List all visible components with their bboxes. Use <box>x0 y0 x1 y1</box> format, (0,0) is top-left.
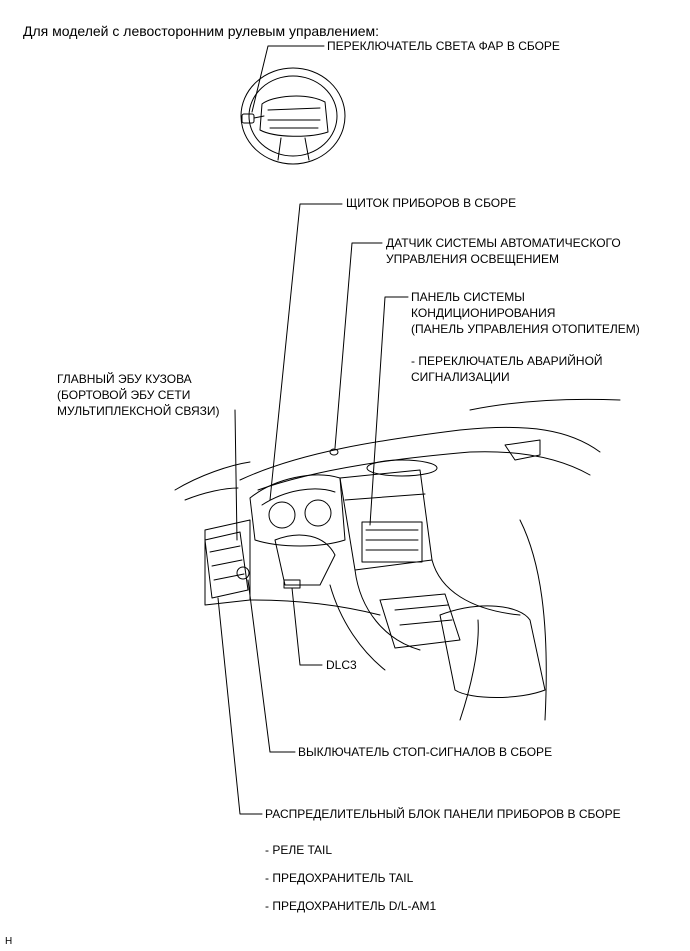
label-ac-panel-line1: ПАНЕЛЬ СИСТЕМЫ <box>411 290 525 304</box>
junction-block-drawing <box>204 531 250 599</box>
dashboard-drawing <box>174 398 621 721</box>
label-main-body-ecu-line1: ГЛАВНЫЙ ЭБУ КУЗОВА <box>57 372 192 386</box>
footer-mark: H <box>5 936 13 947</box>
label-instrument-cluster: ЩИТОК ПРИБОРОВ В СБОРЕ <box>346 196 517 210</box>
sub-item-dl-am1-fuse: - ПРЕДОХРАНИТЕЛЬ D/L-AM1 <box>265 899 437 913</box>
label-hazard-switch-line1: - ПЕРЕКЛЮЧАТЕЛЬ АВАРИЙНОЙ <box>411 354 603 368</box>
label-auto-light-sensor-line2: УПРАВЛЕНИЯ ОСВЕЩЕНИЕМ <box>386 252 560 266</box>
sub-item-tail-relay: - РЕЛЕ TAIL <box>265 843 333 857</box>
label-hazard-switch-line2: СИГНАЛИЗАЦИИ <box>411 370 510 384</box>
label-ac-panel-line3: (ПАНЕЛЬ УПРАВЛЕНИЯ ОТОПИТЕЛЕМ) <box>411 322 640 336</box>
steering-wheel-drawing <box>240 67 346 165</box>
label-stop-light-switch: ВЫКЛЮЧАТЕЛЬ СТОП-СИГНАЛОВ В СБОРЕ <box>298 745 553 759</box>
label-main-body-ecu-line2: (БОРТОВОЙ ЭБУ СЕТИ <box>57 388 191 402</box>
leader-lines <box>217 45 409 815</box>
label-auto-light-sensor-line1: ДАТЧИК СИСТЕМЫ АВТОМАТИЧЕСКОГО <box>386 236 621 250</box>
label-headlight-switch: ПЕРЕКЛЮЧАТЕЛЬ СВЕТА ФАР В СБОРЕ <box>327 39 560 53</box>
label-junction-block: РАСПРЕДЕЛИТЕЛЬНЫЙ БЛОК ПАНЕЛИ ПРИБОРОВ В… <box>265 807 621 821</box>
label-dlc3: DLC3 <box>326 658 357 672</box>
label-ac-panel-line2: КОНДИЦИОНИРОВАНИЯ <box>411 306 556 320</box>
dlc3-connector-drawing <box>283 579 301 589</box>
sub-item-tail-fuse: - ПРЕДОХРАНИТЕЛЬ TAIL <box>265 871 414 885</box>
diagram-heading: Для моделей с левосторонним рулевым упра… <box>23 23 380 39</box>
label-main-body-ecu-line3: МУЛЬТИПЛЕКСНОЙ СВЯЗИ) <box>57 404 220 418</box>
